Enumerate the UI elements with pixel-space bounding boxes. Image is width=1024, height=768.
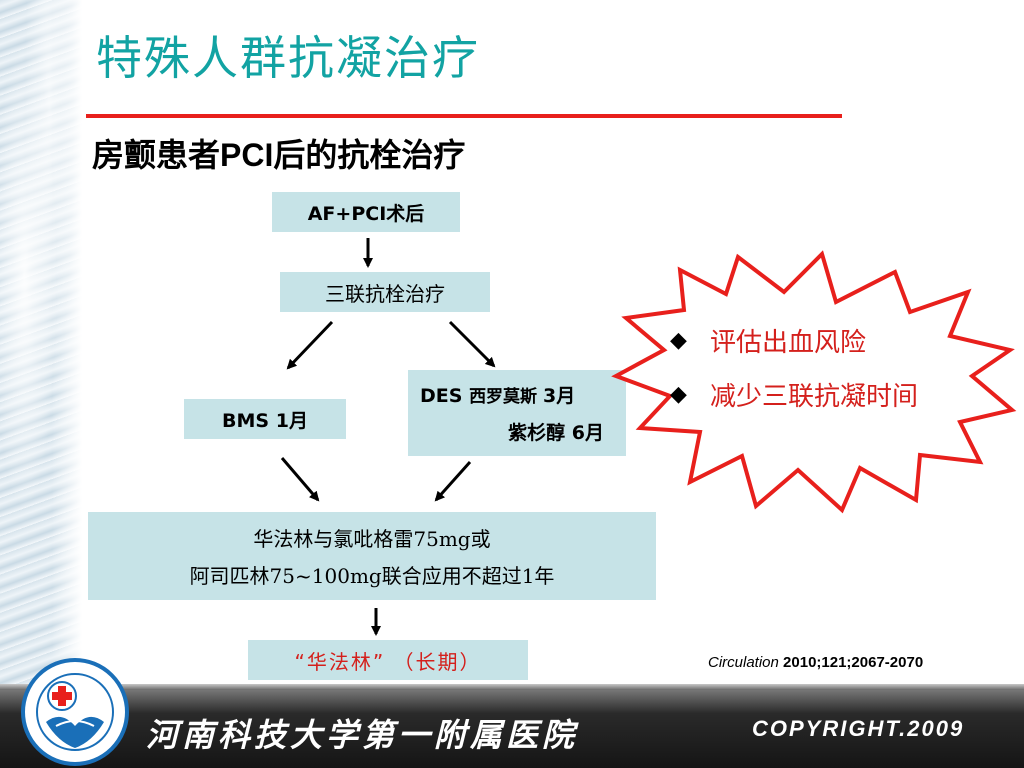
combo-line-1: 华法林与氯吡格雷75mg或 bbox=[253, 527, 491, 551]
flow-box-triple-therapy: 三联抗栓治疗 bbox=[280, 272, 490, 312]
des-label: DES bbox=[420, 385, 470, 407]
hospital-logo-icon bbox=[21, 658, 129, 766]
callout-item-bleeding-risk: ◆ 评估出血风险 bbox=[670, 322, 866, 359]
flow-box-bms: BMS 1月 bbox=[184, 399, 346, 439]
flow-box-combination-therapy: 华法林与氯吡格雷75mg或 阿司匹林75~100mg联合应用不超过1年 bbox=[88, 512, 656, 600]
diamond-bullet-icon: ◆ bbox=[670, 382, 687, 407]
diamond-bullet-icon: ◆ bbox=[670, 328, 687, 353]
callout-item-label: 评估出血风险 bbox=[710, 328, 867, 358]
des-line-paclitaxel: 紫杉醇 6月 bbox=[508, 422, 604, 444]
combo-line-2: 阿司匹林75~100mg联合应用不超过1年 bbox=[189, 564, 555, 588]
title-underline bbox=[86, 114, 842, 118]
callout-item-reduce-triple-duration: ◆ 减少三联抗凝时间 bbox=[670, 376, 918, 413]
footer-institution-name: 河南科技大学第一附属医院 bbox=[146, 716, 579, 754]
subtitle-pci: PCI bbox=[220, 137, 274, 173]
des-sirolimus: 西罗莫斯 bbox=[469, 387, 543, 407]
flow-box-af-pci: AF+PCI术后 bbox=[272, 192, 460, 232]
arrow-triple-to-des bbox=[448, 320, 496, 368]
subtitle-suffix: 后的抗栓治疗 bbox=[273, 136, 466, 174]
arrow-bms-to-combo bbox=[280, 457, 320, 502]
subtitle-prefix: 房颤患者 bbox=[92, 136, 221, 174]
decorative-side-panel bbox=[0, 0, 82, 690]
citation-details: 2010;121;2067-2070 bbox=[778, 654, 924, 671]
slide-title: 特殊人群抗凝治疗 bbox=[96, 31, 480, 85]
callout-item-label: 减少三联抗凝时间 bbox=[710, 382, 919, 412]
flow-box-des: DES 西罗莫斯 3月 紫杉醇 6月 bbox=[408, 370, 626, 456]
footer-bar bbox=[0, 684, 1024, 768]
flow-box-long-term-warfarin: “华法林” （长期） bbox=[248, 640, 528, 680]
des-line-sirolimus: DES 西罗莫斯 3月 bbox=[420, 381, 614, 408]
slide-subtitle: 房颤患者PCI后的抗栓治疗 bbox=[92, 130, 465, 176]
citation: Circulation 2010;121;2067-2070 bbox=[708, 654, 923, 671]
des-sirolimus-duration: 3月 bbox=[542, 385, 576, 407]
arrow-triple-to-bms bbox=[286, 320, 334, 370]
citation-journal: Circulation bbox=[708, 654, 779, 671]
arrow-des-to-combo bbox=[434, 460, 472, 502]
footer-copyright: COPYRIGHT.2009 bbox=[752, 716, 965, 741]
